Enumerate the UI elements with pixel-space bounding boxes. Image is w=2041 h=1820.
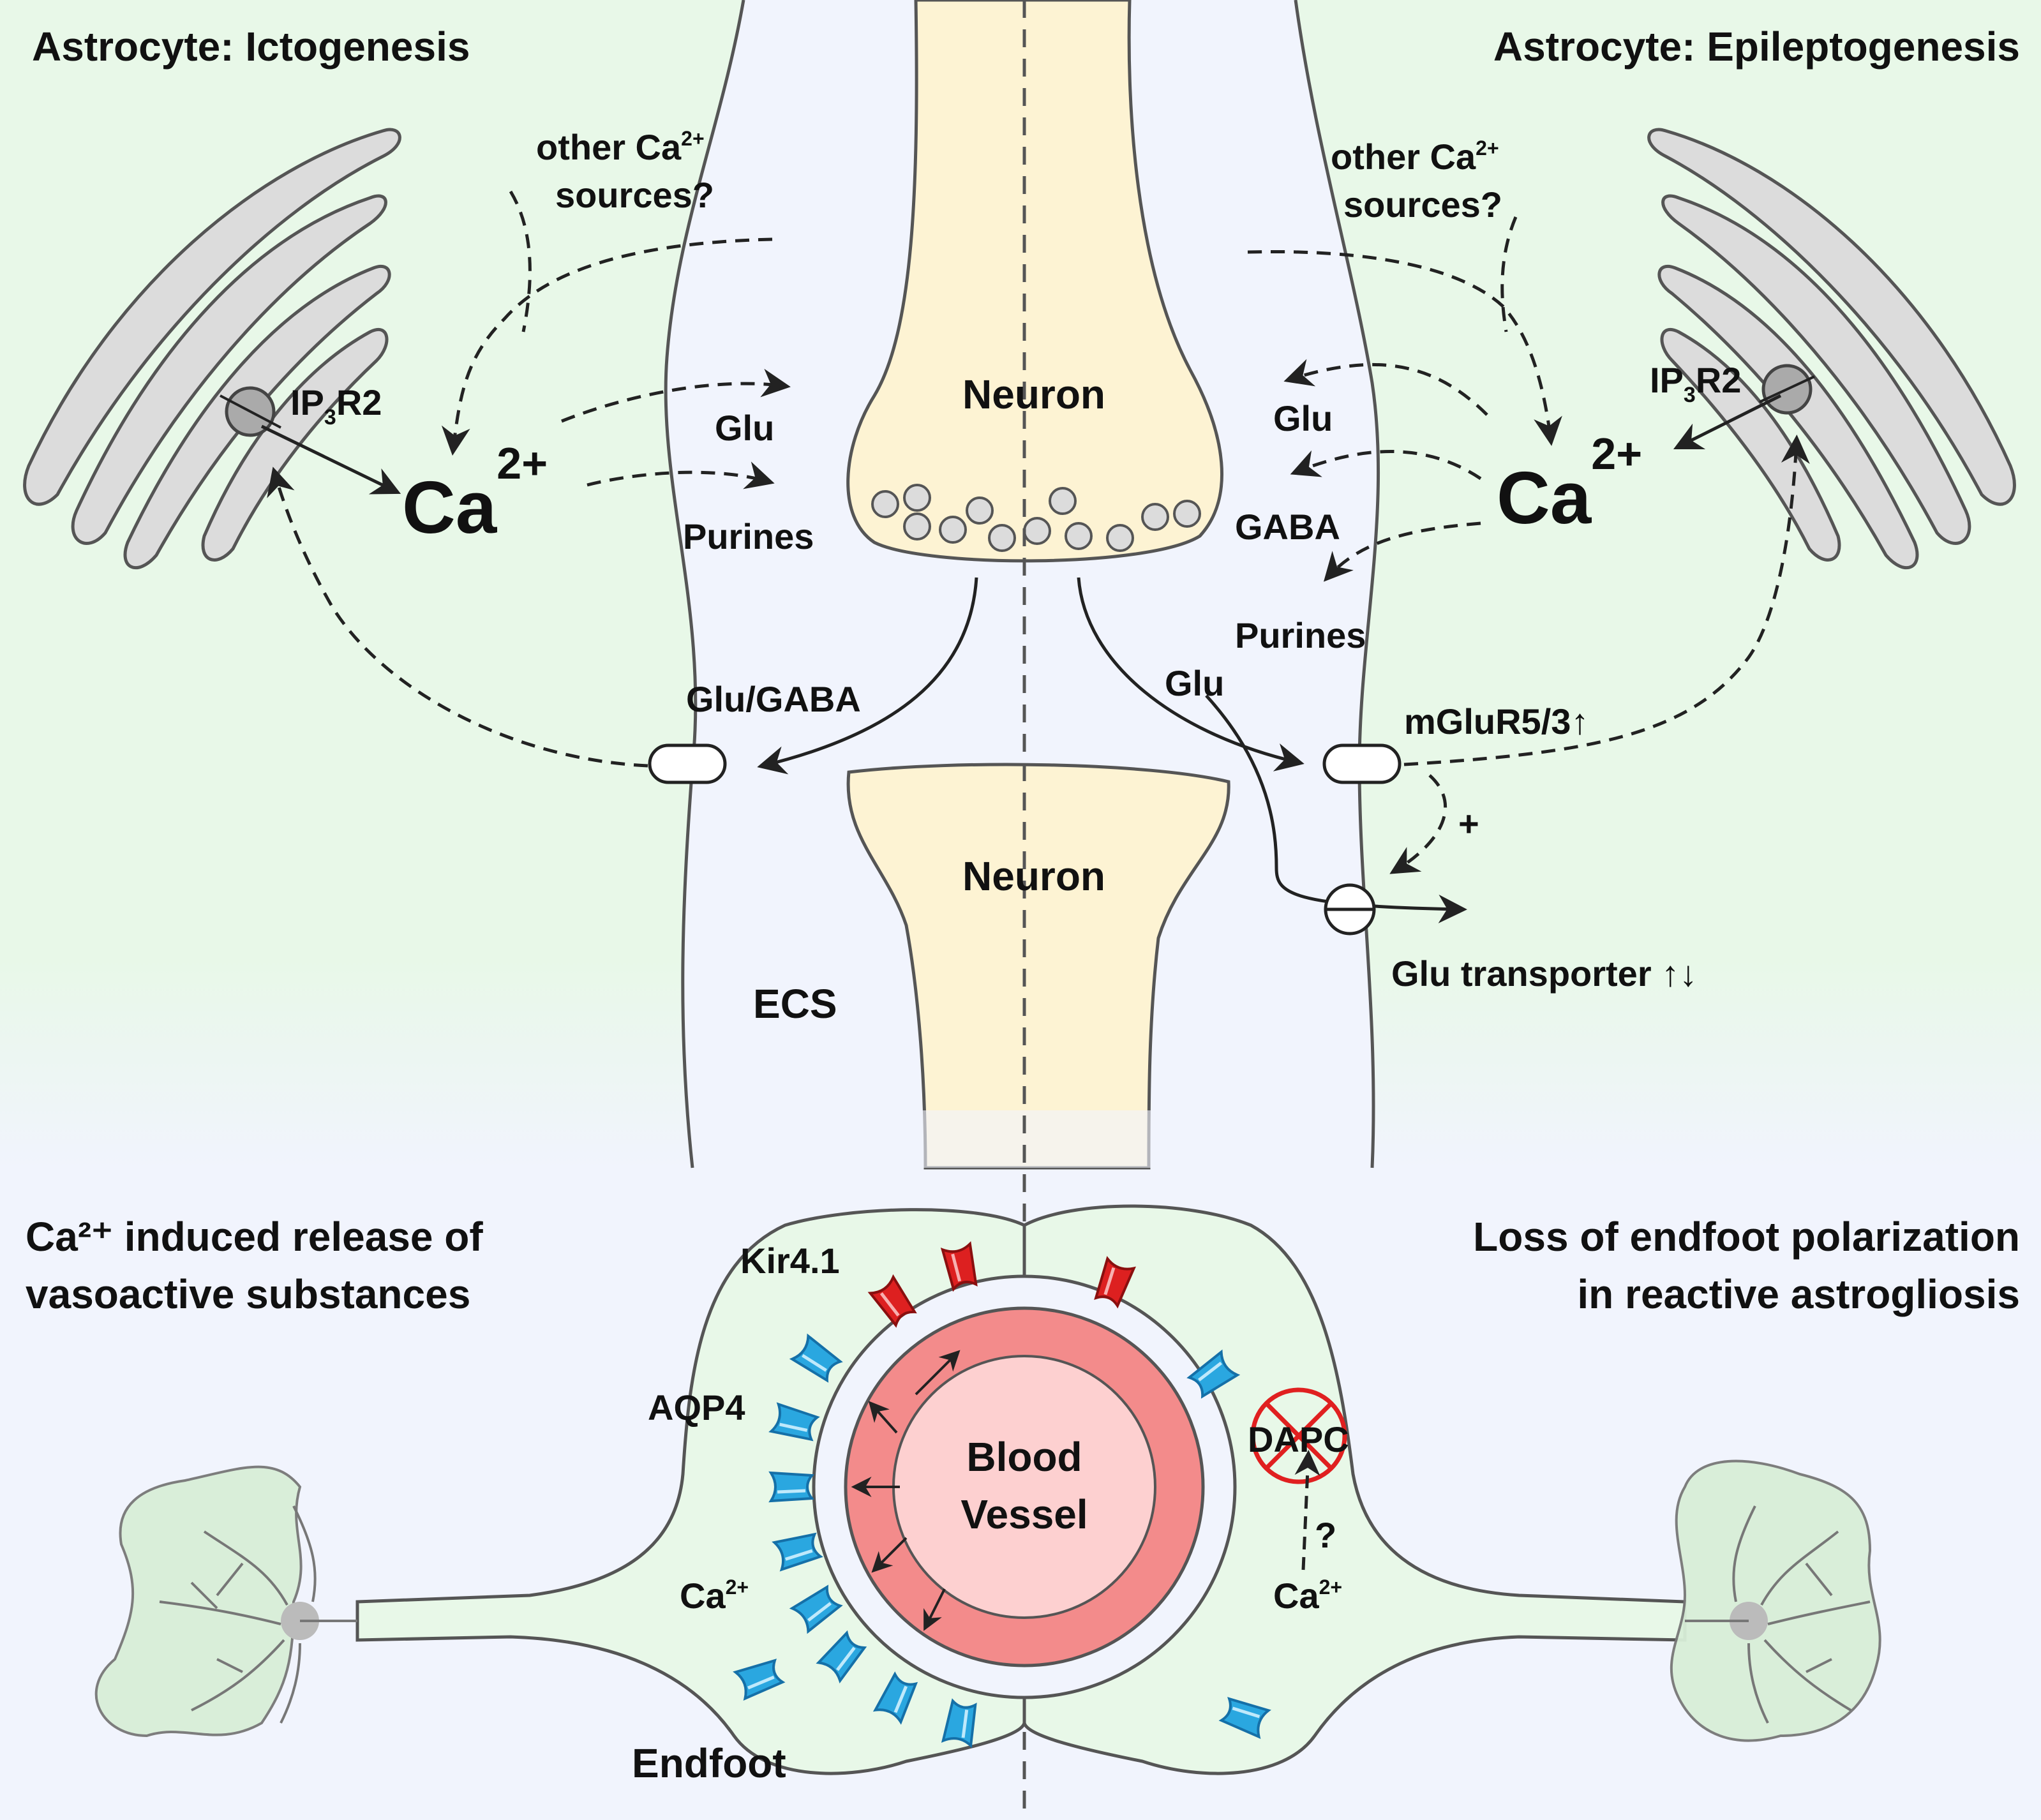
left-other-sources-line1: other Ca2+ [536,127,705,167]
postsynaptic-neuron [846,763,1230,1170]
right-endfoot [1022,1204,1687,1775]
kir4.1-label: Kir4.1 [740,1241,840,1281]
left-calcium-label: Ca2+ [402,438,548,549]
bottom-left-title-line1: Ca²⁺ induced release of [26,1214,483,1260]
right-other-sources-line1: other Ca2+ [1331,137,1499,177]
ecs-label: ECS [753,981,837,1027]
bottom-right-title-line2: in reactive astrogliosis [1577,1271,2020,1317]
vasoactive-arrows [851,1350,961,1631]
right-ip3r2-label: IP3R2 [1650,360,1741,407]
left-panel-title: Astrocyte: Ictogenesis [32,24,470,70]
right-endfoot-calcium-label: Ca2+ [1273,1576,1342,1616]
right-astrocyte-membrane [1294,0,1380,1168]
dapc-question-label: ? [1315,1515,1336,1555]
right-gaba-label: GABA [1235,507,1340,547]
endfoot-label: Endfoot [632,1740,786,1786]
right-glu-label: Glu [1273,398,1333,438]
right-other-sources-line2: sources? [1343,184,1502,225]
right-receptor-icon [1322,743,1402,784]
neuron-fade [919,1110,1155,1168]
left-endfoot [355,1208,1026,1775]
left-other-sources-line2: sources? [555,175,714,215]
presynaptic-neuron [846,0,1223,563]
vesicle-icon [871,490,899,518]
left-ip3r2-label: IP3R2 [290,382,382,429]
left-glu-gaba-label: Glu/GABA [686,679,861,719]
glu-transporter-label: Glu transporter ↑↓ [1391,953,1697,994]
right-glu-release-label: Glu [1165,663,1224,703]
right-purines-label: Purines [1235,615,1366,655]
dapc-label: DAPC [1248,1419,1349,1459]
left-arrows [260,190,978,775]
neuron-bottom-label: Neuron [962,853,1105,899]
left-astrocyte-cell-icon [94,1465,357,1738]
synaptic-vesicles [871,484,1201,552]
bottom-left-title-line2: vasoactive substances [26,1271,470,1317]
mglur-label: mGluR5/3↑ [1404,701,1589,742]
blood-vessel-lumen [892,1355,1156,1619]
plus-label: + [1458,803,1479,844]
left-purines-label: Purines [683,516,814,556]
left-endfoot-calcium-label: Ca2+ [680,1576,749,1616]
left-glu-label: Glu [715,408,774,448]
neuron-top-label: Neuron [962,371,1105,417]
right-panel-title: Astrocyte: Epileptogenesis [1493,24,2020,70]
left-endoplasmic-reticulum [23,128,401,570]
blood-vessel-label-line2: Vessel [961,1491,1088,1537]
left-astrocyte-membrane [664,0,745,1168]
glu-transporter-icon [1324,883,1376,936]
aqp4-label: AQP4 [648,1387,745,1428]
left-receptor-icon [648,743,727,784]
bottom-right-title-line1: Loss of endfoot polarization [1473,1214,2020,1260]
right-calcium-label: Ca2+ [1497,429,1642,539]
right-astrocyte-cell-icon [1670,1459,1881,1742]
blood-vessel-label-line1: Blood [966,1434,1082,1480]
right-endoplasmic-reticulum [1647,128,2016,570]
